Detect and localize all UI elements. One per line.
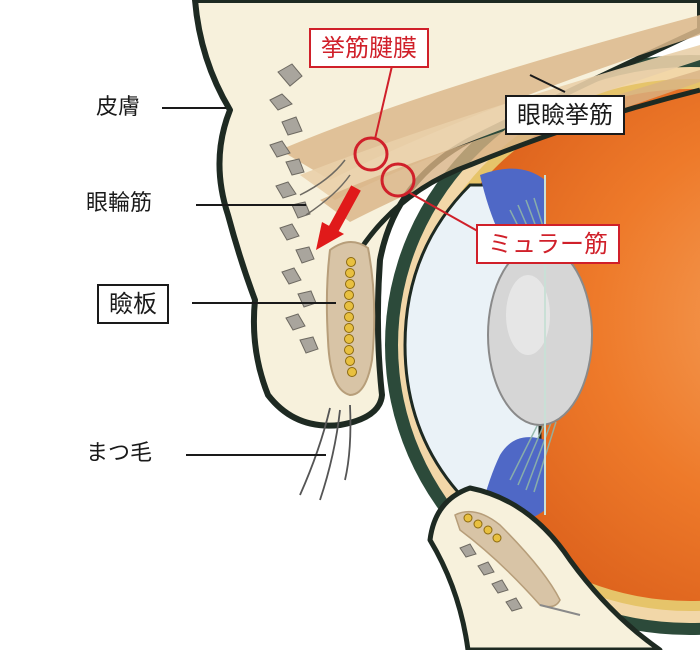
lower-eyelid <box>427 485 663 650</box>
label-levator-aponeurosis: 挙筋腱膜 <box>309 28 429 68</box>
aponeurosis-circle <box>353 136 389 172</box>
eyelashes-strokes <box>299 404 352 501</box>
leader-lines <box>162 74 566 456</box>
label-levator-muscle: 眼瞼挙筋 <box>505 95 625 135</box>
highlight-markers <box>316 136 416 250</box>
label-tarsus: 瞼板 <box>97 284 169 324</box>
label-skin: 皮膚 <box>96 95 141 120</box>
red-arrow-icon <box>316 185 361 250</box>
muller-circle <box>380 162 416 198</box>
label-muller-muscle: ミュラー筋 <box>476 224 620 264</box>
meibomian-glands <box>344 257 357 377</box>
label-eyelashes: まつ毛 <box>86 441 153 466</box>
label-orbicularis: 眼輪筋 <box>86 191 153 216</box>
